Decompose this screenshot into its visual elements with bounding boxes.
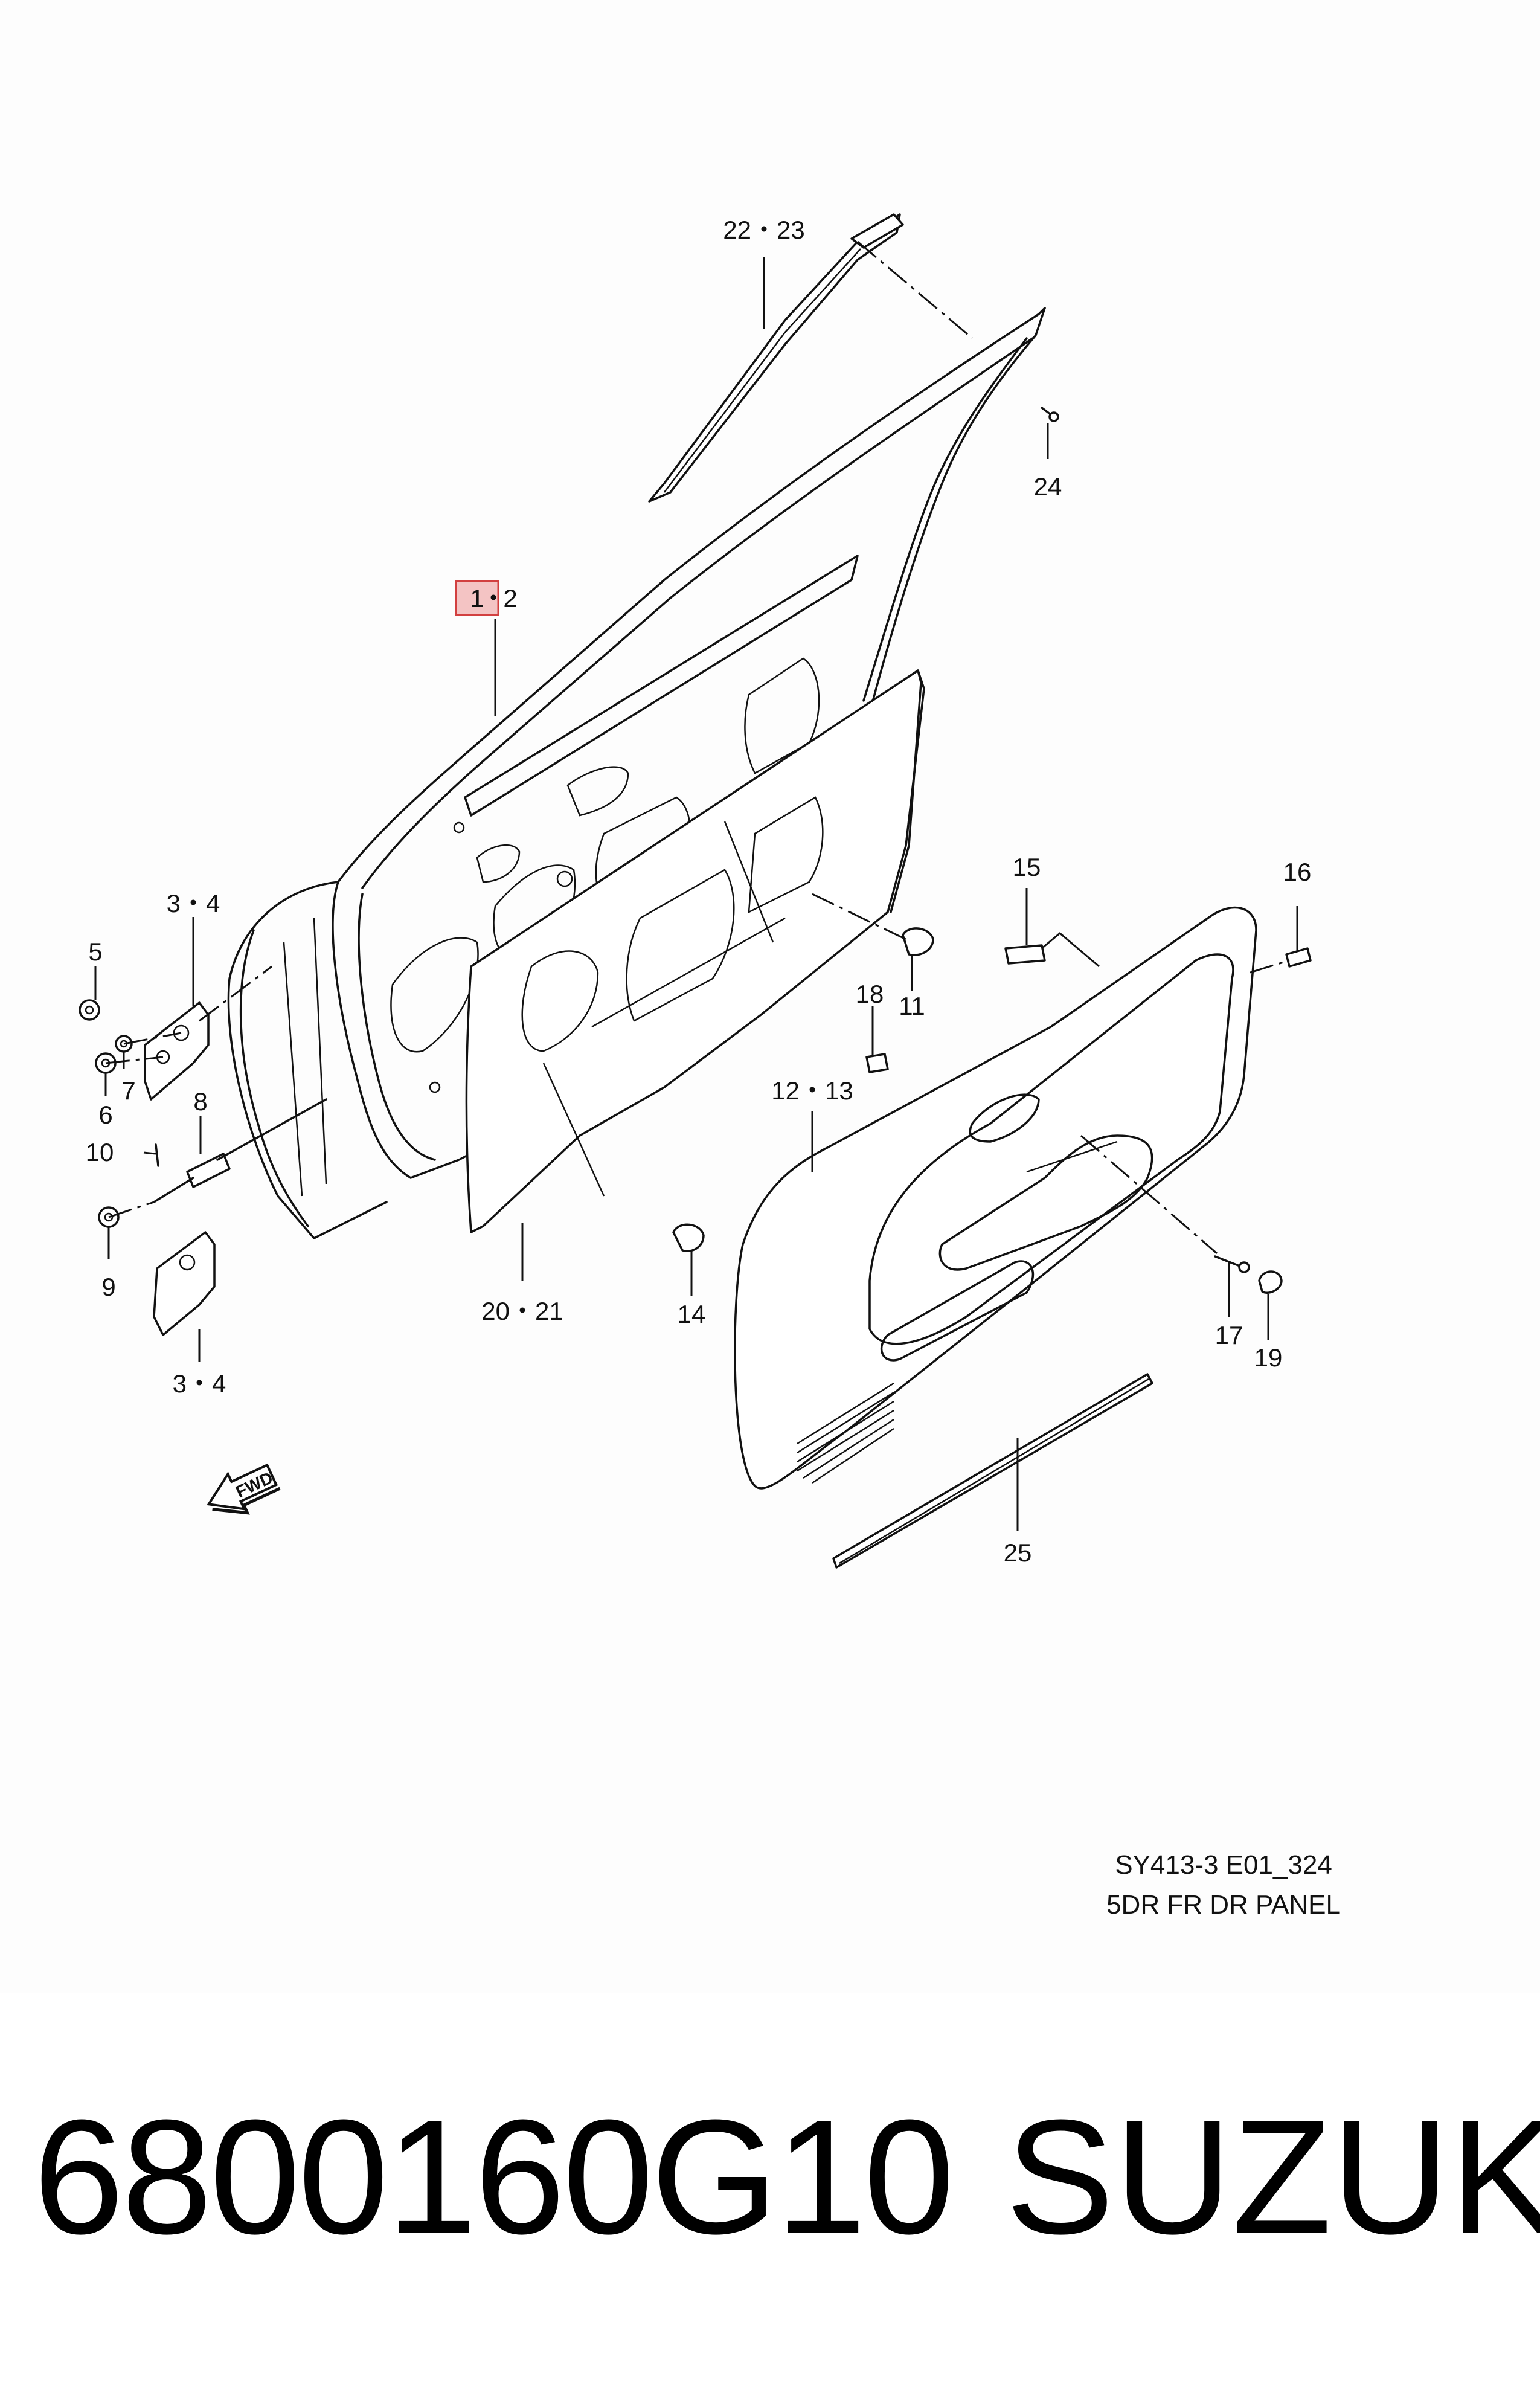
assembly-lines [105, 240, 1290, 1255]
part-number: 6800160G10 [33, 2086, 954, 2268]
callout-7: 7 [121, 1076, 135, 1105]
callout-22-23: 22・23 [723, 216, 804, 244]
clip-16 [1285, 947, 1312, 968]
screw-17 [1214, 1255, 1244, 1268]
callout-14: 14 [678, 1300, 706, 1328]
sealing-sheet [465, 669, 925, 1233]
callout-3-4-top: 3・4 [167, 889, 220, 918]
callout-labels: 22・23 24 1 ・ 2 3・4 5 6 7 8 10 9 3・4 11 1… [86, 216, 1312, 1567]
clip-15 [1004, 944, 1046, 965]
callout-19: 19 [1254, 1343, 1283, 1372]
diagram-caption: SY413-3 E01_324 5DR FR DR PANEL [1106, 1845, 1341, 1925]
door-moulding [832, 1373, 1153, 1569]
callout-6: 6 [98, 1101, 112, 1129]
callout-12-13: 12・13 [771, 1076, 853, 1105]
svg-text:・: ・ [481, 584, 506, 612]
pin-10 [155, 1143, 159, 1167]
callout-3-4-bottom: 3・4 [173, 1369, 226, 1398]
fwd-arrow: FWD [207, 1463, 281, 1515]
callout-15: 15 [1013, 853, 1041, 881]
clip-18 [865, 1053, 889, 1073]
callout-17: 17 [1215, 1321, 1243, 1349]
caption-line-1: SY413-3 E01_324 [1115, 1850, 1332, 1880]
callout-2: 2 [503, 584, 517, 612]
brand-name: SUZUKI [1006, 2086, 1540, 2268]
callout-5: 5 [88, 937, 102, 966]
callout-8: 8 [193, 1087, 207, 1116]
callout-9: 9 [101, 1273, 115, 1301]
callout-24: 24 [1034, 472, 1062, 501]
callout-25: 25 [1004, 1538, 1032, 1567]
clip-11 [902, 927, 934, 956]
clip-14 [672, 1223, 705, 1252]
bolt-5 [79, 999, 100, 1021]
parts-diagram: 22・23 24 1 ・ 2 3・4 5 6 7 8 10 9 3・4 11 1… [79, 213, 1312, 1569]
diagram-area: 22・23 24 1 ・ 2 3・4 5 6 7 8 10 9 3・4 11 1… [79, 213, 1341, 1925]
callout-11: 11 [899, 992, 925, 1020]
door-trim-panel [734, 906, 1257, 1490]
callout-16: 16 [1283, 858, 1312, 886]
leader-lines [94, 257, 1298, 1531]
sash-moulding [648, 213, 904, 503]
small-parts [79, 407, 1312, 1336]
highlight-box [455, 580, 499, 616]
callout-10: 10 [86, 1138, 114, 1166]
cap-19 [1258, 1270, 1283, 1294]
callout-20-21: 20・21 [481, 1297, 563, 1325]
footer [0, 1993, 1540, 2392]
callout-18: 18 [856, 980, 884, 1008]
callout-1: 1 [470, 584, 484, 612]
caption-line-2: 5DR FR DR PANEL [1106, 1890, 1341, 1920]
